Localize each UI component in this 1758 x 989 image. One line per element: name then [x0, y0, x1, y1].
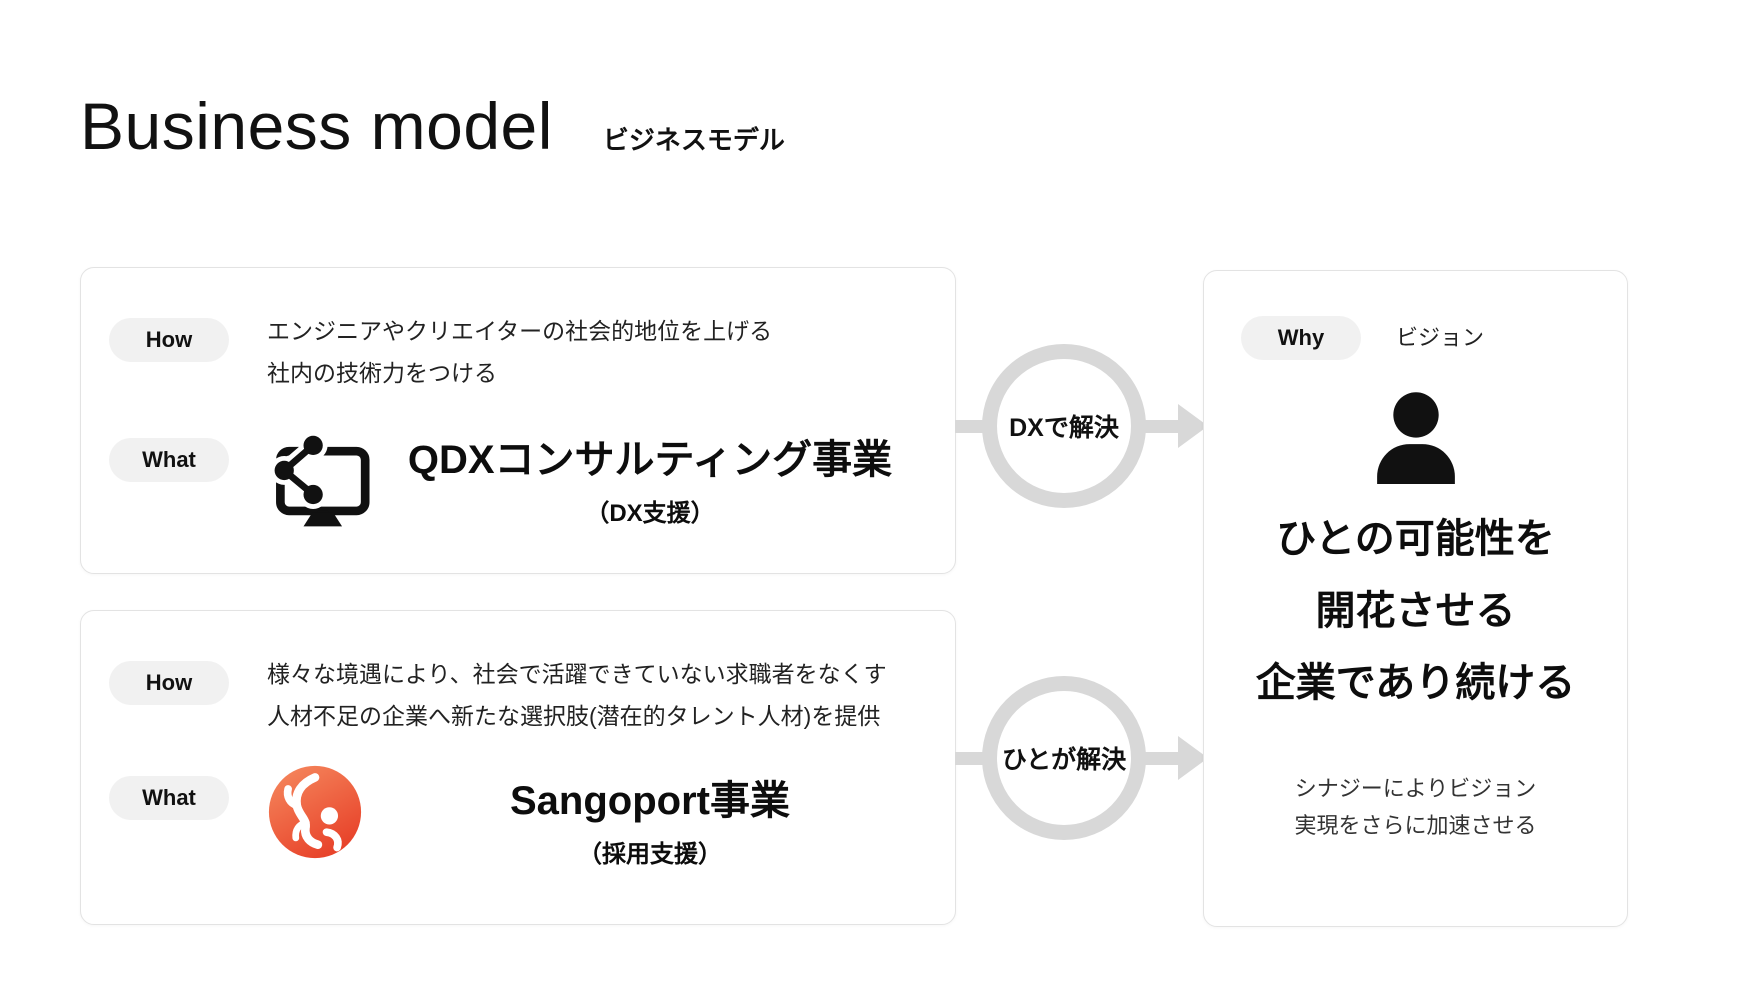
vision-note: シナジーによりビジョン 実現をさらに加速させる: [1204, 770, 1627, 844]
vision-note-line-2: 実現をさらに加速させる: [1294, 813, 1537, 838]
page-title-row: Business model ビジネスモデル: [80, 88, 785, 164]
vision-statement: ひとの可能性を 開花させる 企業であり続ける: [1204, 503, 1627, 719]
sangoport-title-block: Sangoport事業 （採用支援）: [381, 777, 919, 869]
sangoport-how-line-2: 人材不足の企業へ新たな選択肢(潜在的タレント人材)を提供: [267, 703, 881, 729]
person-icon: [1361, 389, 1471, 497]
vision-statement-line-2: 開花させる: [1315, 589, 1516, 633]
connector-line: [955, 420, 984, 433]
card-vision: Why ビジョン ひとの可能性を 開花させる 企業であり続ける シナジーによりビ…: [1203, 270, 1628, 927]
qdx-how-line-1: エンジニアやクリエイターの社会的地位を上げる: [267, 318, 773, 344]
sangoport-coral-logo-icon: [267, 764, 363, 860]
why-badge: Why: [1241, 316, 1361, 360]
qdx-business-name: QDXコンサルティング事業: [407, 438, 893, 482]
person-icon-svg: [1377, 392, 1455, 485]
vision-statement-line-3: 企業であり続ける: [1255, 661, 1576, 705]
card-qdx-business: How エンジニアやクリエイターの社会的地位を上げる 社内の技術力をつける Wh…: [80, 267, 956, 574]
connector-line: [1144, 752, 1182, 765]
monitor-share-icon: [264, 432, 370, 532]
qdx-how-line-2: 社内の技術力をつける: [267, 360, 497, 386]
qdx-title-block: QDXコンサルティング事業 （DX支援）: [381, 436, 919, 528]
sangoport-coral-logo-svg: [268, 765, 362, 859]
hito-solution-circle: ひとが解決: [982, 676, 1146, 840]
monitor-share-icon-svg: [269, 432, 370, 527]
sangoport-business-name: Sangoport事業: [510, 779, 790, 823]
what-badge: What: [109, 776, 229, 820]
qdx-business-sub: （DX支援）: [585, 500, 715, 527]
how-badge: How: [109, 318, 229, 362]
vision-statement-line-1: ひとの可能性を: [1276, 517, 1555, 561]
sangoport-how-text: 様々な境遇により、社会で活躍できていない求職者をなくす 人材不足の企業へ新たな選…: [267, 653, 887, 737]
vision-note-line-1: シナジーによりビジョン: [1294, 776, 1537, 801]
hito-solution-label: ひとが解決: [1001, 746, 1127, 774]
how-badge: How: [109, 661, 229, 705]
connector-line: [1144, 420, 1182, 433]
sangoport-business-sub: （採用支援）: [578, 841, 722, 868]
card-sangoport-business: How 様々な境遇により、社会で活躍できていない求職者をなくす 人材不足の企業へ…: [80, 610, 956, 925]
qdx-how-text: エンジニアやクリエイターの社会的地位を上げる 社内の技術力をつける: [267, 310, 772, 394]
dx-solution-circle: DXで解決: [982, 344, 1146, 508]
vision-caption: ビジョン: [1396, 325, 1485, 350]
dx-solution-label: DXで解決: [1009, 414, 1119, 442]
sangoport-how-line-1: 様々な境遇により、社会で活躍できていない求職者をなくす: [267, 661, 887, 687]
page-subtitle: ビジネスモデル: [602, 125, 785, 155]
connector-line: [955, 752, 984, 765]
what-badge: What: [109, 438, 229, 482]
page-title: Business model: [80, 89, 553, 163]
